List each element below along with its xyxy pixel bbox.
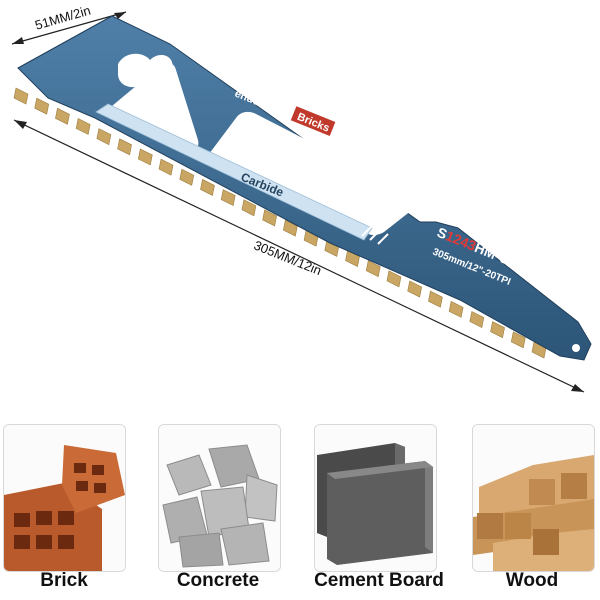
wood-photo — [472, 424, 595, 572]
blade-tooth — [283, 219, 298, 237]
blade-tail-hole — [572, 344, 580, 352]
blade-teeth — [13, 87, 547, 359]
blade-cutout-triangle — [110, 62, 199, 152]
blade-tooth — [220, 189, 236, 207]
concrete-image — [159, 425, 280, 571]
bricks-badge — [290, 106, 336, 136]
blade-tooth — [448, 300, 464, 318]
carbide-strip — [95, 103, 373, 241]
blade-tooth — [75, 118, 91, 135]
blade-cutout-long — [210, 111, 416, 235]
blade-tooth — [490, 321, 505, 339]
wood-image — [473, 425, 594, 571]
blade-tooth — [407, 280, 423, 298]
blade-tooth — [13, 87, 29, 105]
material-label-brick: Brick — [40, 570, 88, 591]
material-label-concrete: Concrete — [176, 570, 260, 591]
blade-tooth — [158, 158, 174, 176]
cement-board-photo — [314, 424, 437, 572]
blade-tooth — [386, 270, 402, 288]
blade-tooth — [179, 168, 195, 186]
concrete-photo — [158, 424, 281, 572]
cement-board-image — [315, 425, 436, 571]
width-label: 51MM/2in — [33, 3, 92, 33]
blade-tooth — [200, 178, 215, 196]
blade-tooth — [241, 199, 257, 217]
blade-tooth — [469, 311, 485, 328]
blade-tooth — [96, 128, 112, 146]
blade-tooth — [365, 260, 381, 278]
blade-tooth — [34, 97, 50, 115]
blade-tooth — [262, 209, 277, 227]
blade-tooth — [117, 138, 132, 156]
blade-text-concrete: concrete — [339, 130, 386, 158]
blade-tooth — [137, 148, 153, 166]
material-label-wood: Wood — [505, 570, 559, 591]
blade-diagram: 51MM/2in 305MM/12in endurance — [11, 3, 592, 393]
blade-tooth — [510, 331, 526, 349]
brick-image — [4, 425, 125, 571]
brick-photo — [3, 424, 126, 572]
material-label-cement-board: Cement Board — [314, 570, 444, 591]
blade-tooth — [55, 107, 70, 125]
blade-tooth — [428, 290, 443, 308]
strip-hatch — [361, 225, 389, 245]
